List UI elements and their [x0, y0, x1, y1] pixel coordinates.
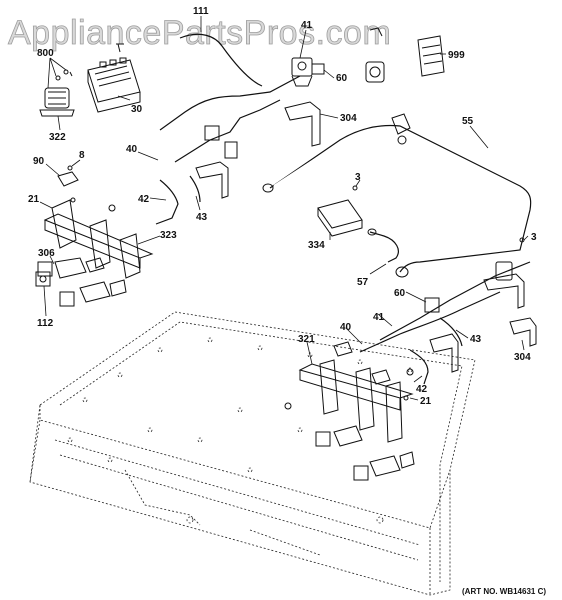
valve-lower-right-a: [315, 425, 363, 447]
pressure-regulator: [365, 27, 385, 83]
ignition-module-334: [317, 185, 363, 237]
callout-3-right: 3: [531, 232, 537, 243]
callout-42: 42: [138, 194, 150, 205]
igniter-switch: [57, 165, 79, 187]
left-valve-manifold: [43, 197, 154, 279]
knob-plate-112: [35, 271, 51, 287]
gas-tube-57: [367, 228, 399, 263]
callout-60-right: 60: [394, 288, 406, 299]
bracket-upper-small: [195, 161, 229, 199]
callout-322: 322: [49, 132, 66, 143]
callout-999: 999: [448, 50, 465, 61]
regulator-valve: [291, 57, 325, 87]
callout-323: 323: [160, 230, 177, 241]
callout-800: 800: [37, 48, 54, 59]
callout-334: 334: [308, 240, 325, 251]
manifold-tube-55: [262, 113, 532, 278]
right-burner-tubes: [359, 237, 531, 385]
callout-41: 41: [301, 20, 313, 31]
wire-harness: [116, 33, 263, 87]
left-burner-tubes: [155, 75, 301, 225]
spark-module: [87, 57, 141, 113]
callout-labels: 111 41 800 60 999 30 322 304 55 40 90 8 …: [28, 6, 537, 407]
callout-30: 30: [131, 104, 143, 115]
callout-41-right: 41: [373, 312, 385, 323]
valve-306: [37, 257, 105, 279]
callout-57: 57: [357, 277, 369, 288]
leader-lines: [39, 16, 529, 401]
literature-card: [417, 35, 445, 77]
callout-42-right: 42: [416, 384, 428, 395]
callout-55: 55: [462, 116, 474, 127]
valve-lower-left: [59, 279, 127, 307]
callout-112: 112: [37, 318, 54, 329]
callout-21-right: 21: [420, 396, 432, 407]
callout-60: 60: [336, 73, 348, 84]
bracket-304-upper: [284, 101, 321, 147]
transformer: [39, 71, 75, 117]
right-valve-manifold: [284, 359, 414, 443]
art-number: (ART NO. WB14631 C): [462, 587, 546, 596]
callout-306: 306: [38, 248, 55, 259]
callout-43-right: 43: [470, 334, 482, 345]
callout-304-right: 304: [514, 352, 531, 363]
callout-3: 3: [355, 172, 361, 183]
watermark: AppliancePartsPros.com: [8, 14, 391, 52]
callout-21: 21: [28, 194, 40, 205]
callout-111: 111: [193, 6, 209, 17]
callout-40: 40: [126, 144, 138, 155]
callout-40-right: 40: [340, 322, 352, 333]
bracket-lower-mid: [333, 333, 459, 385]
bracket-304-lower: [509, 317, 537, 347]
callout-321: 321: [298, 334, 315, 345]
screw-set-800: [55, 69, 69, 81]
callout-43: 43: [196, 212, 208, 223]
callout-90: 90: [33, 156, 45, 167]
callout-8: 8: [79, 150, 85, 161]
valve-lower-right-b: [353, 451, 415, 481]
callout-304: 304: [340, 113, 357, 124]
